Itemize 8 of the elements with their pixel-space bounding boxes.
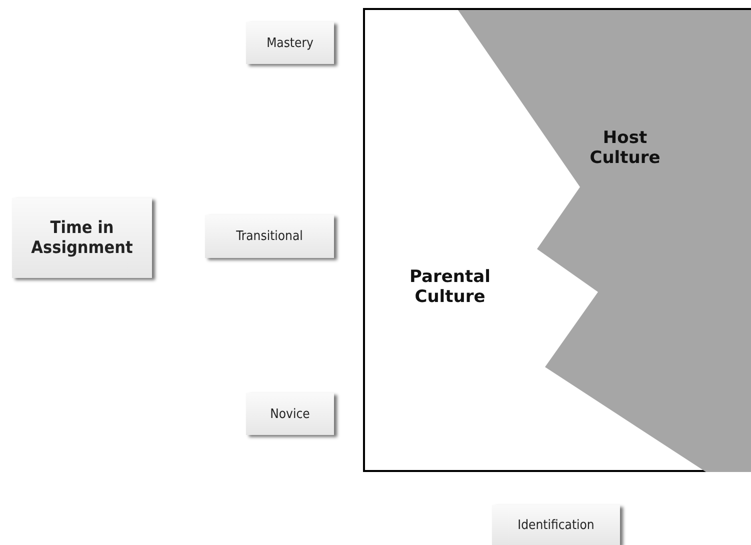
parental-culture-label: Parental Culture [375,257,525,317]
axis-title-tab: Identification [492,505,620,545]
axis-title-tab: Time in Assignment [12,198,152,278]
level-tab: Transitional [205,215,334,258]
chart-frame [363,8,751,472]
level-tab: Novice [246,393,334,435]
level-tab: Mastery [246,22,334,64]
area-label: Host Culture [588,128,662,168]
